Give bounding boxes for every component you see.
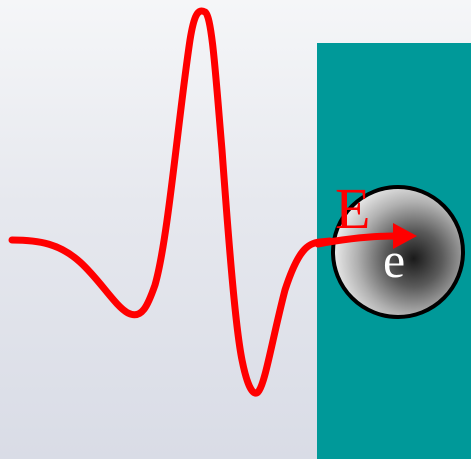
particle-label: e [383,232,405,288]
right-arrow-icon [314,223,417,249]
field-label: E [335,176,370,241]
electron-sphere-icon [331,185,465,319]
pulse-waveform-icon [8,7,334,397]
